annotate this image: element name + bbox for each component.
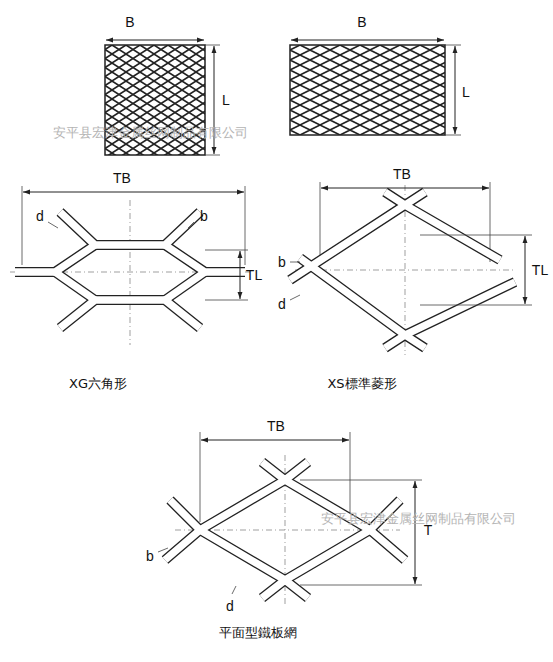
figure-caption: 平面型鐵板網 [219, 626, 297, 639]
dimension-label: TL [532, 263, 548, 277]
dimension-label: b [200, 209, 208, 223]
figure-caption: XS標準菱形 [327, 377, 396, 390]
dimension-label: L [462, 85, 470, 99]
dimension-label: T [424, 523, 433, 537]
dimension-label: b [278, 255, 286, 269]
dimension-label: d [36, 209, 44, 223]
dimension-label: B [125, 15, 134, 29]
dimension-label: TL [246, 268, 262, 282]
watermark: 安平县宏津金属丝网制品有限公司 [321, 512, 516, 525]
dimension-label: d [278, 297, 286, 311]
dimension-label: TB [393, 167, 411, 181]
dimension-label: d [226, 599, 234, 613]
figure-caption: XG六角形 [69, 377, 127, 390]
dimension-label: b [146, 549, 154, 563]
dimension-label: TB [267, 419, 285, 433]
watermark: 安平县宏津金属丝网制品有限公司 [53, 126, 248, 139]
dimension-label: B [357, 15, 366, 29]
dimension-label: L [222, 93, 230, 107]
dimension-label: TB [113, 171, 131, 185]
